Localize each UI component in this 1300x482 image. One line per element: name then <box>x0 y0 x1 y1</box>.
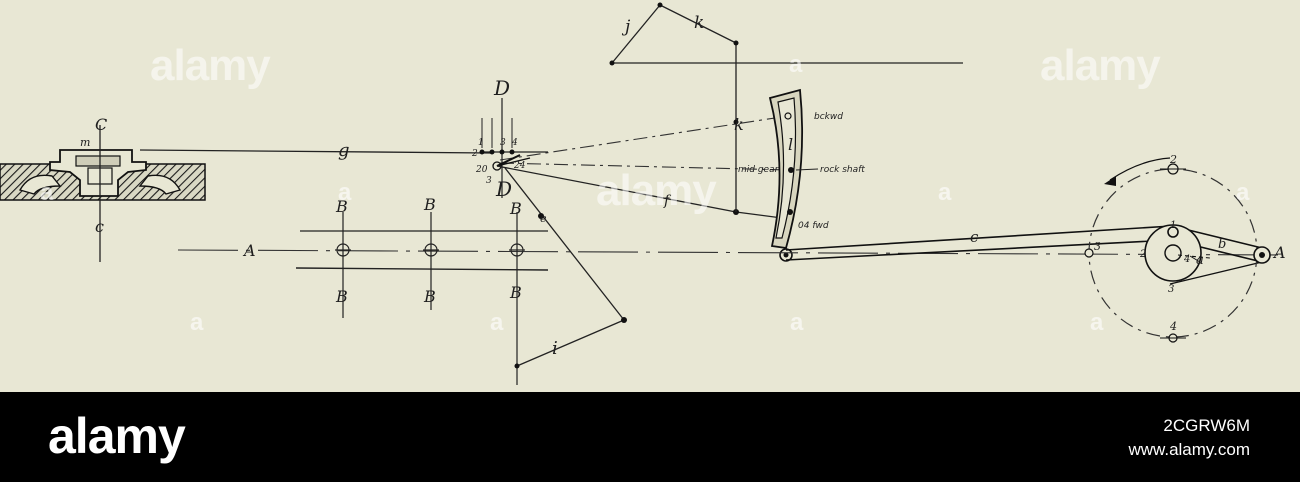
label-b-bottom-1: B <box>335 287 348 306</box>
label-d-bottom: D <box>495 177 512 201</box>
label-circle-4: 4 <box>1169 320 1177 333</box>
note-bckwd: bckwd <box>814 112 843 122</box>
watermark-3: alamy <box>1040 41 1161 90</box>
stock-footer: alamy 2CGRW6M www.alamy.com <box>0 392 1300 482</box>
label-k-mid: k <box>734 115 744 134</box>
note-mid-gear: mid gear <box>738 165 780 175</box>
valve-stem-line <box>139 149 491 154</box>
label-b-top-2: B <box>423 195 436 214</box>
label-g: g <box>338 140 350 161</box>
footer-url[interactable]: www.alamy.com <box>1128 440 1250 459</box>
label-b-top-3: B <box>509 199 522 218</box>
label-n-4: 4 <box>511 138 518 148</box>
centre-line-a <box>177 249 1286 256</box>
watermark-a-9: a <box>1090 309 1104 336</box>
watermark-a-2: a <box>40 179 54 206</box>
label-b-bottom-2: B <box>423 287 436 306</box>
rocker-d <box>479 98 548 198</box>
rod-to-link <box>735 211 783 219</box>
label-n-30: 3 <box>486 176 492 186</box>
label-c-top: C <box>95 115 107 134</box>
slide-valve-section <box>0 125 206 262</box>
label-i: i <box>552 338 558 359</box>
footer-logo[interactable]: alamy <box>48 408 186 464</box>
label-b-eccentric: b <box>1218 237 1226 252</box>
label-n-24: 24 <box>513 161 526 171</box>
b-markers <box>335 212 525 385</box>
label-a-eccentric: a <box>1196 253 1204 268</box>
diagram-canvas: C m c g D D A B B B B B B j k k l f i e … <box>0 2 1286 385</box>
label-circle-3: 3 <box>1094 240 1101 253</box>
label-k-top: k <box>694 13 704 33</box>
watermark-a-8: a <box>790 309 804 336</box>
label-crank-1: 1 <box>1170 220 1176 231</box>
watermark-a-5: a <box>1236 179 1250 206</box>
label-j: j <box>621 17 631 37</box>
label-n-3: 3 <box>500 138 506 148</box>
label-m: m <box>80 136 90 149</box>
valve-gear-diagram: C m c g D D A B B B B B B j k k l f i e … <box>0 2 1286 385</box>
label-n-1: 1 <box>478 138 484 148</box>
reverse-lever <box>609 2 963 212</box>
crank-circle <box>1084 157 1271 343</box>
label-crank-2: 2 <box>1139 249 1146 260</box>
dash-line-bckwd <box>499 115 789 161</box>
rod-f <box>496 165 737 213</box>
watermark-a-7: a <box>490 309 504 336</box>
watermark-1: alamy <box>150 41 271 90</box>
label-f: f <box>663 193 672 209</box>
label-circle-2: 2 <box>1169 153 1177 166</box>
watermark-a-6: a <box>190 309 204 336</box>
label-d-top: D <box>493 76 510 100</box>
note-fwd: 04 fwd <box>798 221 829 231</box>
label-b-top-1: B <box>335 197 348 216</box>
label-crank-3: 3 <box>1168 284 1174 295</box>
watermark-a-1: a <box>789 51 803 78</box>
note-rock-shaft: rock shaft <box>820 165 865 175</box>
label-a-right: A <box>1272 243 1286 262</box>
label-a-left: A <box>242 241 256 260</box>
label-n-20: 20 <box>475 165 488 175</box>
lifting-arm <box>504 167 627 369</box>
guide-bottom <box>295 267 549 271</box>
label-e: e <box>540 212 547 225</box>
label-c-bottom: c <box>95 217 104 236</box>
label-n-2: 2 <box>471 149 478 159</box>
label-crank-4: 4 <box>1183 254 1190 265</box>
expansion-link <box>768 88 803 262</box>
label-b-bottom-3: B <box>509 283 522 302</box>
label-l: l <box>788 135 793 154</box>
footer-image-id: 2CGRW6M <box>1163 416 1250 435</box>
label-c-rod: c <box>970 228 979 246</box>
dash-line-midgear <box>499 162 791 171</box>
watermark-a-4: a <box>938 179 952 206</box>
watermark-2: alamy <box>596 166 717 215</box>
watermark-a-3: a <box>338 179 352 206</box>
